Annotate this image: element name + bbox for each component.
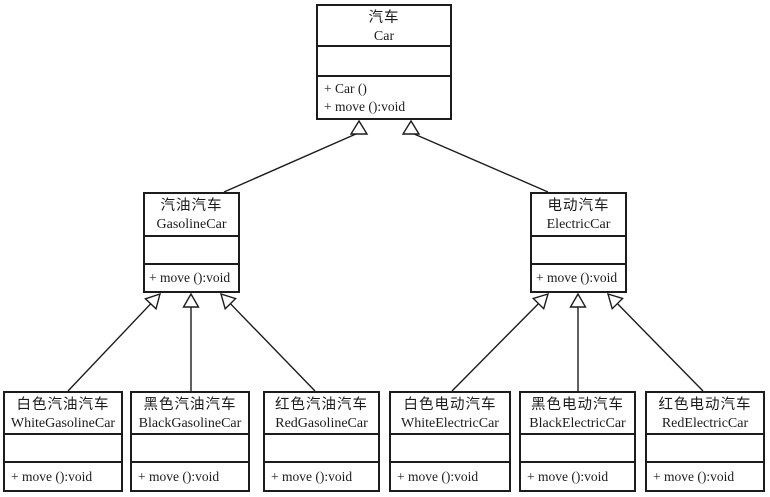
attributes-compartment (5, 435, 121, 463)
class-box-black-electric-car: 黑色电动汽车 BlackElectricCar + move ():void (519, 391, 636, 492)
class-name-compartment: 白色汽油汽车 WhiteGasolineCar (5, 393, 121, 435)
attributes-compartment (521, 435, 634, 463)
class-name-en: GasolineCar (156, 217, 227, 232)
operation-label: + move ():void (271, 468, 353, 484)
class-name-zh: 汽油汽车 (160, 198, 223, 214)
class-name-zh: 黑色电动汽车 (531, 397, 624, 413)
edge-redgasolinecar-to-gasolinecar (219, 292, 316, 392)
class-name-compartment: 白色电动汽车 WhiteElectricCar (391, 393, 509, 435)
class-name-compartment: 汽油汽车 GasolineCar (145, 194, 238, 237)
operation-label: + move ():void (527, 468, 609, 484)
class-name-zh: 汽车 (368, 10, 400, 26)
class-name-compartment: 红色电动汽车 RedElectricCar (647, 393, 763, 435)
operations-compartment: + move ():void (132, 463, 248, 490)
class-box-white-electric-car: 白色电动汽车 WhiteElectricCar + move ():void (389, 391, 511, 492)
class-box-red-gasoline-car: 红色汽油汽车 RedGasolineCar + move ():void (263, 391, 380, 492)
operations-compartment: + move ():void (521, 463, 634, 490)
edge-redelectriccar-to-electriccar (606, 292, 704, 392)
class-name-zh: 白色电动汽车 (403, 397, 497, 413)
attributes-compartment (132, 435, 248, 463)
class-name-zh: 白色汽油汽车 (16, 397, 110, 413)
class-name-en: ElectricCar (546, 217, 611, 232)
attributes-compartment (318, 47, 450, 77)
edge-gasolinecar-to-car (223, 119, 369, 193)
edge-whiteelectriccar-to-electriccar (451, 292, 550, 392)
class-name-zh: 红色电动汽车 (658, 397, 752, 413)
operations-compartment: + move ():void (145, 265, 238, 291)
class-box-gasoline-car: 汽油汽车 GasolineCar + move ():void (143, 192, 240, 293)
class-name-en: RedGasolineCar (275, 416, 368, 431)
operations-compartment: + move ():void (391, 463, 509, 490)
class-name-compartment: 电动汽车 ElectricCar (532, 194, 625, 237)
class-name-compartment: 黑色电动汽车 BlackElectricCar (521, 393, 634, 435)
attributes-compartment (145, 237, 238, 265)
class-name-compartment: 黑色汽油汽车 BlackGasolineCar (132, 393, 248, 435)
class-box-electric-car: 电动汽车 ElectricCar + move ():void (530, 192, 627, 293)
operations-compartment: + Car () + move ():void (318, 77, 450, 118)
class-name-en: BlackGasolineCar (138, 416, 242, 431)
class-box-red-electric-car: 红色电动汽车 RedElectricCar + move ():void (645, 391, 765, 492)
operation-label: + move ():void (11, 468, 93, 484)
class-name-zh: 电动汽车 (547, 198, 610, 214)
operation-label: + move ():void (324, 98, 406, 114)
operations-compartment: + move ():void (265, 463, 378, 490)
operations-compartment: + move ():void (532, 265, 625, 291)
operation-label: + Car () (324, 80, 367, 96)
class-name-zh: 黑色汽油汽车 (143, 397, 237, 413)
class-name-compartment: 汽车 Car (318, 6, 450, 47)
operations-compartment: + move ():void (647, 463, 763, 490)
operation-label: + move ():void (149, 270, 231, 285)
attributes-compartment (532, 237, 625, 265)
attributes-compartment (265, 435, 378, 463)
class-name-en: WhiteElectricCar (401, 416, 499, 431)
class-box-car: 汽车 Car + Car () + move ():void (316, 4, 452, 120)
class-box-white-gasoline-car: 白色汽油汽车 WhiteGasolineCar + move ():void (3, 391, 123, 492)
class-name-zh: 红色汽油汽车 (275, 397, 368, 413)
class-name-en: BlackElectricCar (529, 416, 626, 431)
operation-label: + move ():void (397, 468, 479, 484)
class-name-compartment: 红色汽油汽车 RedGasolineCar (265, 393, 378, 435)
edge-electriccar-to-car (401, 119, 549, 193)
class-name-en: Car (373, 29, 395, 44)
operation-label: + move ():void (653, 468, 735, 484)
operation-label: + move ():void (138, 468, 220, 484)
edge-whitegasolinecar-to-gasolinecar (67, 292, 162, 392)
edge-blackelectriccar-to-electriccar (569, 292, 587, 391)
class-name-en: RedElectricCar (661, 416, 749, 431)
operations-compartment: + move ():void (5, 463, 121, 490)
attributes-compartment (391, 435, 509, 463)
operation-label: + move ():void (536, 270, 618, 285)
class-box-black-gasoline-car: 黑色汽油汽车 BlackGasolineCar + move ():void (130, 391, 250, 492)
class-name-en: WhiteGasolineCar (10, 416, 116, 431)
edge-blackgasolinecar-to-gasolinecar (182, 292, 200, 391)
attributes-compartment (647, 435, 763, 463)
